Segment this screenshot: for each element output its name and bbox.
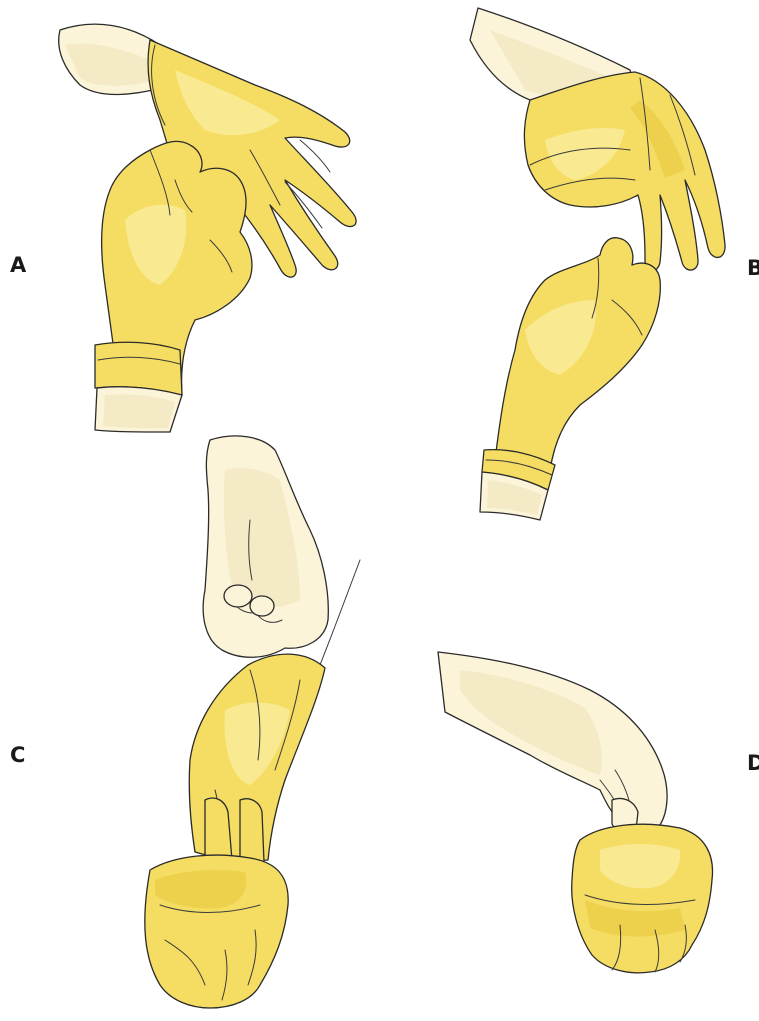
step-label-c: C — [10, 745, 25, 766]
illustration-step-d — [438, 652, 713, 973]
illustration-step-a — [59, 24, 356, 432]
step-label-b: B — [747, 258, 759, 279]
step-label-d: D — [747, 753, 759, 774]
illustration-step-c — [145, 436, 360, 1008]
step-label-a: A — [10, 255, 26, 276]
illustration-step-b — [470, 8, 725, 520]
